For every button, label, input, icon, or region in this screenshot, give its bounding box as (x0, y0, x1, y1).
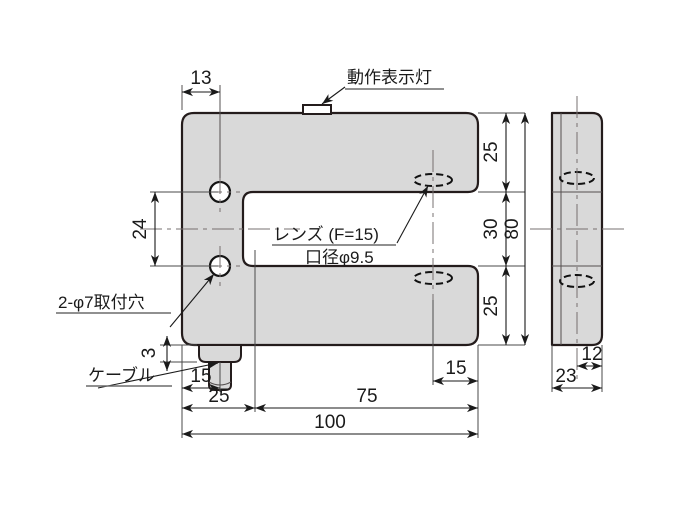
lens-upper-hidden (413, 173, 453, 187)
dimension-75-text: 75 (356, 386, 377, 407)
dimension-25-cable: 25 (181, 250, 256, 413)
front-view (140, 85, 480, 391)
dimension-24-text: 24 (130, 218, 151, 240)
annotation-cable: ケーブル (86, 361, 219, 389)
dimension-right-stack: 25 30 25 80 (478, 112, 530, 346)
dimension-13-text: 13 (190, 68, 211, 89)
side-lens-lower-hidden (559, 274, 595, 288)
dimension-25-cable-text: 25 (208, 386, 229, 407)
annotation-lens: レンズ (F=15) 口径φ9.5 (272, 185, 429, 267)
dimension-100: 100 (181, 412, 479, 439)
annotation-lens-line1: レンズ (F=15) (273, 225, 379, 244)
dimension-23-text: 23 (555, 366, 576, 387)
dimension-13: 13 (182, 68, 220, 97)
dimension-30-gap-text: 30 (481, 218, 502, 239)
indicator-lamp (302, 104, 332, 115)
annotation-indicator-lamp: 動作表示灯 (321, 68, 444, 105)
dimension-15-lens: 15 (432, 300, 479, 386)
annotation-indicator-lamp-text: 動作表示灯 (347, 68, 432, 87)
dimension-80-text: 80 (502, 218, 523, 239)
dimension-25-lower-text: 25 (481, 295, 502, 316)
dimension-25-upper-text: 25 (481, 141, 502, 162)
dimension-12-text: 12 (581, 344, 602, 365)
dimension-3-text: 3 (139, 348, 160, 359)
annotation-cable-text: ケーブル (88, 365, 155, 385)
annotation-mounting-holes-text: 2-φ7取付穴 (58, 293, 145, 312)
dimension-15-cable-text: 15 (190, 366, 211, 387)
lens-lower-hidden (413, 271, 453, 285)
dimension-3: 3 (139, 336, 197, 371)
annotation-mounting-holes: 2-φ7取付穴 (56, 273, 215, 328)
dimension-15-cable: 15 (181, 345, 221, 393)
dimension-100-text: 100 (314, 412, 346, 433)
dimension-24: 24 (130, 191, 218, 267)
dimension-15-lens-text: 15 (445, 358, 466, 379)
sensor-body-outline (180, 111, 480, 347)
cable-gland (198, 344, 242, 363)
annotation-lens-line2: 口径φ9.5 (305, 248, 374, 267)
side-view (530, 96, 625, 380)
dimension-side-stack: 12 23 (551, 344, 603, 393)
